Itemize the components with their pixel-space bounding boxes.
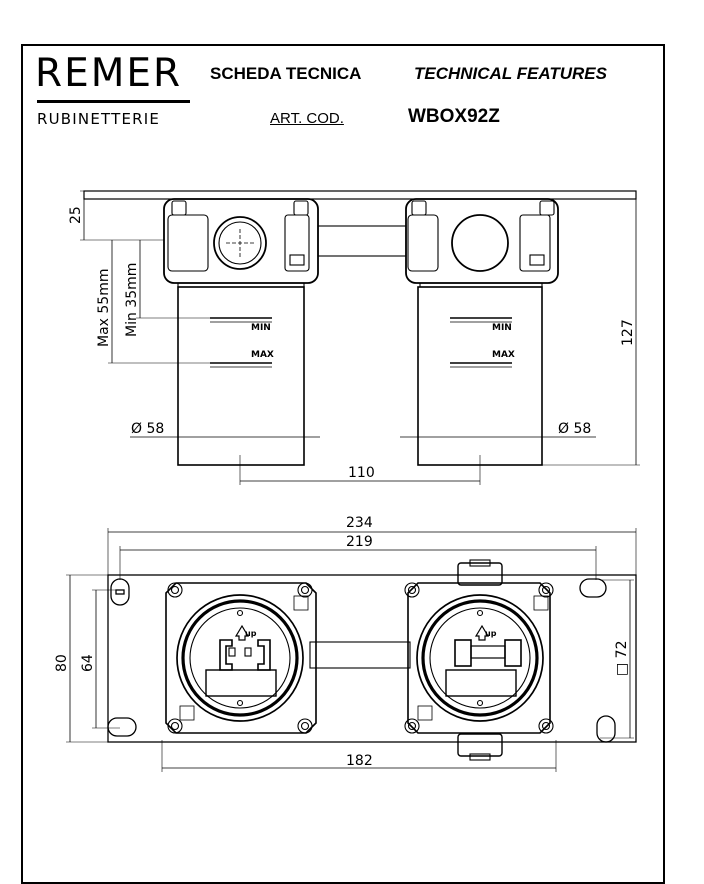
top-connecting-pipe [309,641,411,669]
title-italian: SCHEDA TECNICA [210,64,362,83]
mark-min-left: MIN [251,323,271,333]
brand-logo: REMER [35,51,183,96]
dim-height: 127 [620,319,636,346]
dia-left: Ø 58 [131,421,164,437]
mounting-plate [107,574,637,743]
arrow-label-left: up [245,629,257,638]
title-english: TECHNICAL FEATURES [414,64,607,83]
dim-max: Max 55mm [96,269,112,347]
left-port-circle [213,216,267,270]
right-port-hexagon [451,214,509,272]
dim-min: Min 35mm [124,263,140,337]
top-port [457,562,503,586]
bottom-port [457,733,503,757]
left-body-top [165,582,317,734]
dim-spacing: 110 [348,465,375,481]
dim-width-outer: 234 [346,515,373,531]
mark-min-right: MIN [492,323,512,333]
mounting-slot [107,578,616,743]
mark-max-left: MAX [251,350,274,360]
brand-subtitle: RUBINETTERIE [37,110,161,128]
article-code: WBOX92Z [408,106,500,127]
arrow-label-right: up [485,629,497,638]
mark-max-right: MAX [492,350,515,360]
dia-right: Ø 58 [558,421,591,437]
dim-height-outer: 80 [54,654,70,672]
dim-height-inner: 64 [80,654,96,672]
article-code-label: ART. COD. [270,110,344,127]
dim-top: 25 [68,206,84,224]
left-valve-head [163,198,319,288]
dim-width-inner: 219 [346,534,373,550]
dim-width-base: 182 [346,753,373,769]
dim-square: □ 72 [614,641,630,677]
brand-underline [37,100,190,103]
left-cylinder [177,286,305,466]
right-body-top [404,582,554,734]
